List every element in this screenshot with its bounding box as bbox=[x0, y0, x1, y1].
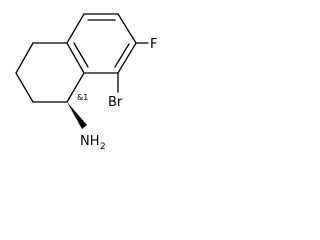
bond-sat-3 bbox=[15, 72, 34, 103]
bond-ar-top-right bbox=[117, 13, 137, 44]
double-bond-right bbox=[114, 43, 130, 68]
molecule-structure: F Br NH 2 &1 bbox=[15, 13, 157, 152]
double-bond-left bbox=[73, 42, 89, 68]
stereo-mark: &1 bbox=[77, 93, 88, 102]
bond-sat-5 bbox=[66, 72, 85, 103]
fluorine-label: F bbox=[150, 37, 157, 52]
wedge-bond-c-n bbox=[67, 102, 87, 129]
bond-sat-2 bbox=[15, 42, 34, 74]
amine-label: NH bbox=[80, 134, 100, 149]
saturated-ring bbox=[15, 42, 85, 103]
bond-ar-right bbox=[117, 42, 137, 74]
aromatic-ring bbox=[66, 13, 137, 74]
bond-ar-left bbox=[66, 42, 85, 74]
amine-subscript: 2 bbox=[100, 142, 106, 152]
bromine-label: Br bbox=[108, 95, 123, 110]
bond-ar-top-left bbox=[66, 13, 85, 44]
